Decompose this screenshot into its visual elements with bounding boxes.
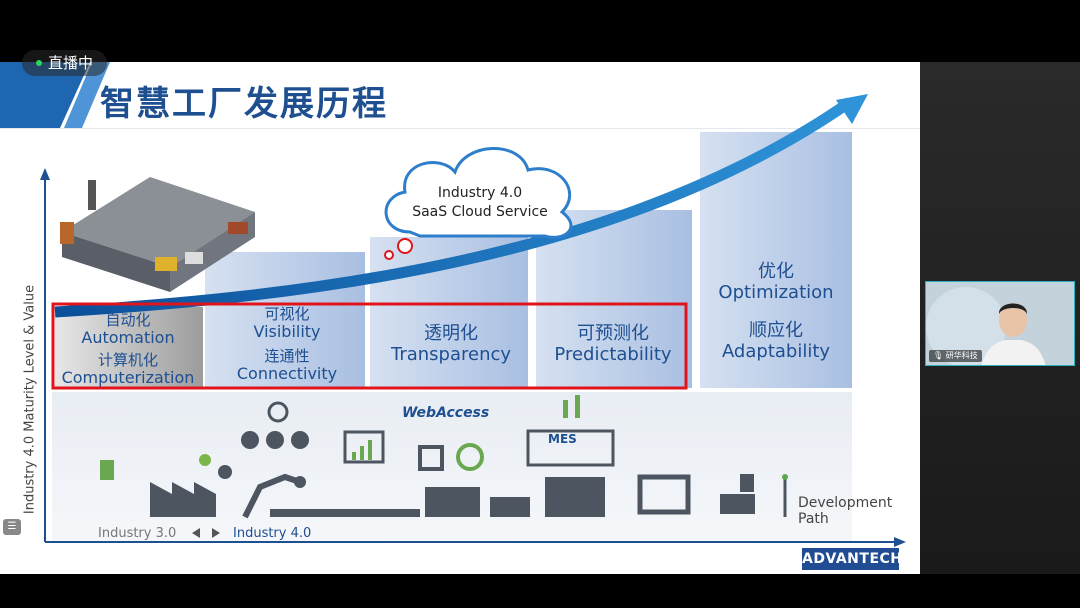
live-dot-icon — [36, 60, 42, 66]
cloud-label: Industry 4.0 SaaS Cloud Service — [400, 184, 560, 222]
stage-en-label: Optimization — [718, 281, 834, 303]
industrial-icons — [100, 395, 788, 519]
slide-title: 智慧工厂发展历程 — [100, 84, 388, 124]
stage-automation: 自动化 Automation 计算机化 Computerization — [48, 311, 208, 387]
highlight-box — [51, 302, 688, 390]
stage-cn-label: 连通性 — [264, 346, 310, 365]
advantech-logo: ADVANTECH — [802, 548, 902, 570]
stage-cn-label: 可视化 — [264, 305, 310, 323]
stage-optimization: 优化 Optimization 顺应化 Adaptability — [696, 261, 856, 363]
stage-en-label: Connectivity — [236, 363, 338, 383]
y-axis-label: Industry 4.0 Maturity Level & Value — [22, 284, 38, 515]
stage-cn-label: 顺应化 — [749, 320, 803, 342]
stage-visibility: 可视化 Visibility 连通性 Connectivity — [207, 305, 367, 383]
stage-en-label: Predictability — [554, 343, 672, 365]
stage-en-label: Computerization — [61, 367, 195, 387]
presentation-slide: 智慧工厂发展历程 Industry 4.0 SaaS Cloud Service… — [0, 62, 920, 574]
industry-4-label: Industry 4.0 — [233, 526, 312, 541]
cloud-shape — [384, 147, 573, 239]
stage-en-label: Automation — [81, 328, 175, 348]
live-status-label: 直播中 — [48, 54, 94, 72]
slide-artwork — [0, 62, 920, 547]
industry-3-label: Industry 3.0 — [98, 526, 177, 541]
mes-label: MES — [548, 432, 577, 446]
stage-transparency: 透明化 Transparency — [371, 323, 531, 365]
menu-toggle-icon[interactable]: ☰ — [3, 519, 21, 535]
presenter-name: 研华科技 — [945, 351, 978, 360]
live-status-badge: 直播中 — [22, 50, 108, 76]
cloud-line-2: SaaS Cloud Service — [412, 204, 548, 220]
stage-en-label: Transparency — [390, 343, 512, 365]
stage-cn-label: 优化 — [758, 261, 794, 282]
cloud-line-1: Industry 4.0 — [437, 185, 523, 201]
stage-en-label: Visibility — [253, 322, 321, 342]
stage-en-label: Adaptability — [721, 341, 831, 363]
factory-illustration — [60, 177, 255, 292]
presenter-webcam[interactable]: 🎙 研华科技 — [925, 281, 1075, 366]
stage-cn-label: 透明化 — [424, 323, 478, 344]
stage-predictability: 可预测化 Predictability — [533, 323, 693, 365]
stage-cn-label: 计算机化 — [97, 350, 158, 369]
development-path-label: Development Path — [798, 495, 893, 527]
stage-cn-label: 可预测化 — [577, 323, 649, 344]
stage-cn-label: 自动化 — [105, 311, 151, 329]
corner-decoration — [0, 62, 90, 128]
presenter-name-tag: 🎙 研华科技 — [929, 350, 982, 362]
microphone-icon: 🎙 — [933, 351, 944, 360]
webaccess-logo: WebAccess — [402, 405, 490, 421]
